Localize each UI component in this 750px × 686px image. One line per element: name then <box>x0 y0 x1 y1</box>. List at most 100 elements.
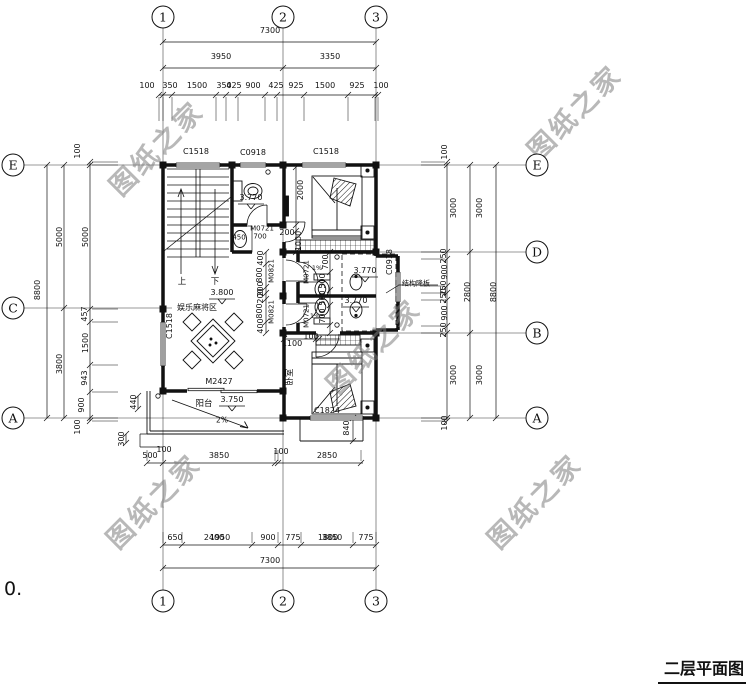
washbasin-icon <box>349 273 363 291</box>
dim_inner-label-15: 450 <box>232 233 246 242</box>
dim_bottom-label-8: 3850 <box>321 533 343 542</box>
dim_inner-label-2: 1000 <box>294 230 303 252</box>
tv-icon <box>284 195 289 217</box>
dim_left-label-12: 500 <box>142 451 158 460</box>
dim_right-label-7: 900 <box>440 305 449 321</box>
dim_left-label-10: 440 <box>129 394 138 410</box>
dim_left-label-4: 457 <box>80 306 89 322</box>
leader-line <box>385 284 438 294</box>
chair-icon <box>224 312 244 332</box>
dim_bottom-label-11: 7300 <box>259 556 281 565</box>
dim_inner-label-8: 400 <box>256 318 265 334</box>
door-m2427-sliding <box>187 387 258 394</box>
axis-bubble-right-E: E <box>525 153 549 177</box>
room-label-bedroom: 卧室 <box>284 368 295 386</box>
dim_right-label-10: 8800 <box>489 281 498 303</box>
floor-drain-icon <box>334 322 340 328</box>
tag-window-c0918-bay: C0918 <box>385 249 394 275</box>
chair-icon <box>224 350 244 370</box>
dim_left-label-9: 100 <box>73 419 82 435</box>
dim_inner-label-4: 800 <box>255 267 264 283</box>
note-structural-drop-slab: 结构降板 <box>402 279 430 288</box>
dim_left-label-5: 1500 <box>81 332 90 354</box>
dim_left-label-1: 5000 <box>55 226 64 248</box>
chair-icon <box>182 350 202 370</box>
axis-bubble-bottom-3: 3 <box>364 589 388 613</box>
dim_right-label-11: 3000 <box>449 364 458 386</box>
dim_top-label-8: 900 <box>245 81 261 90</box>
dim_right-label-3: 250 <box>439 248 448 264</box>
dim_bottom-label-3: 650 <box>167 533 183 542</box>
dim_top-label-13: 100 <box>373 81 389 90</box>
annotations <box>155 169 438 412</box>
dresser-icon <box>315 334 361 346</box>
dim_inner-label-11: 500 <box>318 290 327 306</box>
axis-bubble-left-E: E <box>1 153 25 177</box>
chair-icon <box>182 312 202 332</box>
dim_right-label-12: 3000 <box>475 364 484 386</box>
dim_inner-label-3: 400 <box>256 250 265 266</box>
stair-down-arrow <box>211 189 219 276</box>
dim_bottom-label-7: 775 <box>285 533 301 542</box>
window-c1518-top-left <box>175 162 221 168</box>
balcony <box>139 391 364 448</box>
dim_inner-label-7: 800 <box>255 303 264 319</box>
axis-bubble-top-3: 3 <box>364 5 388 29</box>
wardrobe-icon <box>299 239 375 253</box>
dim_top-label-10: 925 <box>288 81 304 90</box>
axis-bubble-top-1: 1 <box>151 5 175 29</box>
dim_top-label-0: 7300 <box>259 26 281 35</box>
dim_left-label-8: 3800 <box>55 353 64 375</box>
dim_inner-label-13: 1100 <box>281 339 303 348</box>
doors <box>246 204 340 358</box>
floor-drain-icon <box>155 393 161 399</box>
room-label-mahjong-area: 娱乐麻将区 <box>177 303 217 312</box>
toilet-mid-a-icon <box>313 273 331 298</box>
dim_left-label-0: 100 <box>73 143 82 159</box>
dim_top-label-3: 100 <box>139 81 155 90</box>
stairs <box>163 168 232 276</box>
dim_right-label-9: 2800 <box>463 281 472 303</box>
axis-bubble-bottom-1: 1 <box>151 589 175 613</box>
floor-drain-icon <box>334 254 340 260</box>
dim_bottom-label-2: 2850 <box>316 451 338 460</box>
toilet-mid-b-icon <box>313 298 331 325</box>
axis-bubble-bottom-2: 2 <box>271 589 295 613</box>
dim_inner-label-12: 700 <box>318 308 327 324</box>
dim_right-label-6: 250 <box>439 288 448 304</box>
tag-window-c0918-top: C0918 <box>240 148 266 157</box>
dim_top-label-4: 350 <box>162 81 178 90</box>
door-m0821-a <box>285 259 308 282</box>
dim_right-label-0: 100 <box>440 144 449 160</box>
dim_top-label-5: 1500 <box>186 81 208 90</box>
dim_top-label-1: 3950 <box>210 52 232 61</box>
mahjong-table-icon <box>182 312 244 370</box>
tag-door-m0721-top: M0721 <box>250 224 274 233</box>
dim_bottom-label-5: 1950 <box>209 533 231 542</box>
dim_right-label-1: 3000 <box>449 197 458 219</box>
dim_top-label-9: 425 <box>268 81 284 90</box>
furniture <box>182 163 375 415</box>
window-c1518-top-right <box>301 162 347 168</box>
dimension-lines <box>43 38 500 572</box>
axis-bubble-left-A: A <box>1 406 25 430</box>
slopes-label-1: 1% <box>311 263 323 272</box>
door-m0721-a <box>297 261 319 283</box>
elevations-label-2: 3.770 <box>353 266 377 275</box>
elevations-label-1: 3.770 <box>239 193 263 202</box>
dim_right-label-2: 3000 <box>475 197 484 219</box>
corner-text: 0. <box>4 578 23 600</box>
stair-up-mark: 上 <box>177 276 187 287</box>
stair-down-mark: 下 <box>210 276 220 287</box>
door-m0721-b <box>297 302 319 324</box>
slopes-label-2: 1% <box>309 311 321 320</box>
washbasin-icon <box>231 225 253 253</box>
tag-door-m0821-b: M0821 <box>267 300 276 324</box>
dim_bottom-label-6: 900 <box>260 533 276 542</box>
dim_inner-label-14: 100 <box>303 332 319 341</box>
dim_top-label-6: 350 <box>216 81 232 90</box>
bed-bottom-icon <box>311 334 375 415</box>
dim_bottom-label-9: 1800 <box>317 533 339 542</box>
dim_bottom-label-0: 3850 <box>208 451 230 460</box>
